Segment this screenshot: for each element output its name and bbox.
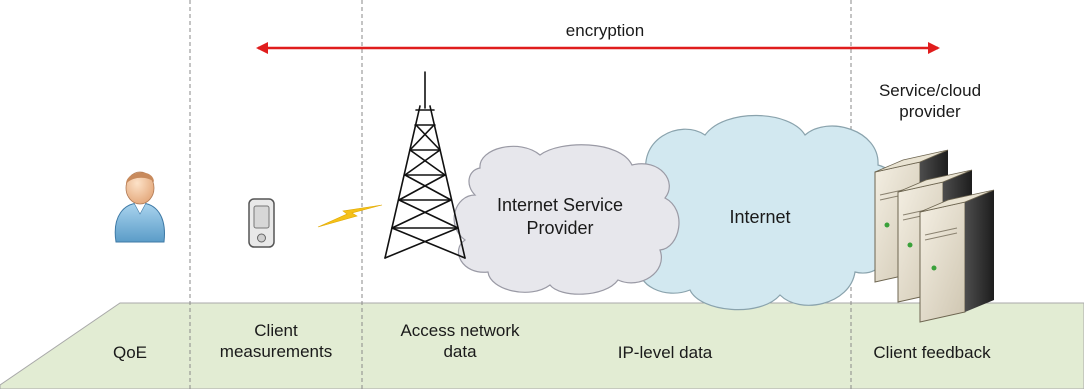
provider-label-line: Service/cloud <box>878 81 982 100</box>
zone-label-line: Access network <box>400 321 520 340</box>
zone-label-line: QoE <box>112 343 148 362</box>
user-icon <box>114 171 165 243</box>
internet-cloud-label: Internet <box>700 206 820 229</box>
phone-icon <box>248 198 275 248</box>
zone-label-line: data <box>443 342 477 362</box>
zone-label-access-network: Access network data <box>370 320 550 363</box>
zone-label-client-measurements: Client measurements <box>190 320 362 363</box>
server-unit <box>919 189 995 323</box>
isp-cloud-label-line: Provider <box>526 217 594 238</box>
isp-cloud-label: Internet Service Provider <box>470 194 650 239</box>
encryption-label: encryption <box>565 21 645 40</box>
zone-label-line: IP-level data <box>617 343 713 362</box>
server-icon <box>874 149 995 323</box>
zone-label-ip-level: IP-level data <box>585 342 745 363</box>
provider-label: Service/cloud provider <box>850 80 1010 123</box>
isp-cloud-label-line: Internet Service <box>496 195 624 215</box>
zone-label-line: Client <box>254 321 298 340</box>
zone-separators <box>189 0 852 389</box>
zone-label-qoe: QoE <box>80 342 180 363</box>
internet-cloud-label-line: Internet <box>729 207 791 227</box>
provider-label-line: provider <box>899 102 961 122</box>
lightning-icon <box>317 204 383 228</box>
zone-label-client-feedback: Client feedback <box>852 342 1012 363</box>
zone-label-line: measurements <box>219 342 333 362</box>
zone-label-line: Client feedback <box>873 343 991 362</box>
tower-icon <box>384 71 466 259</box>
